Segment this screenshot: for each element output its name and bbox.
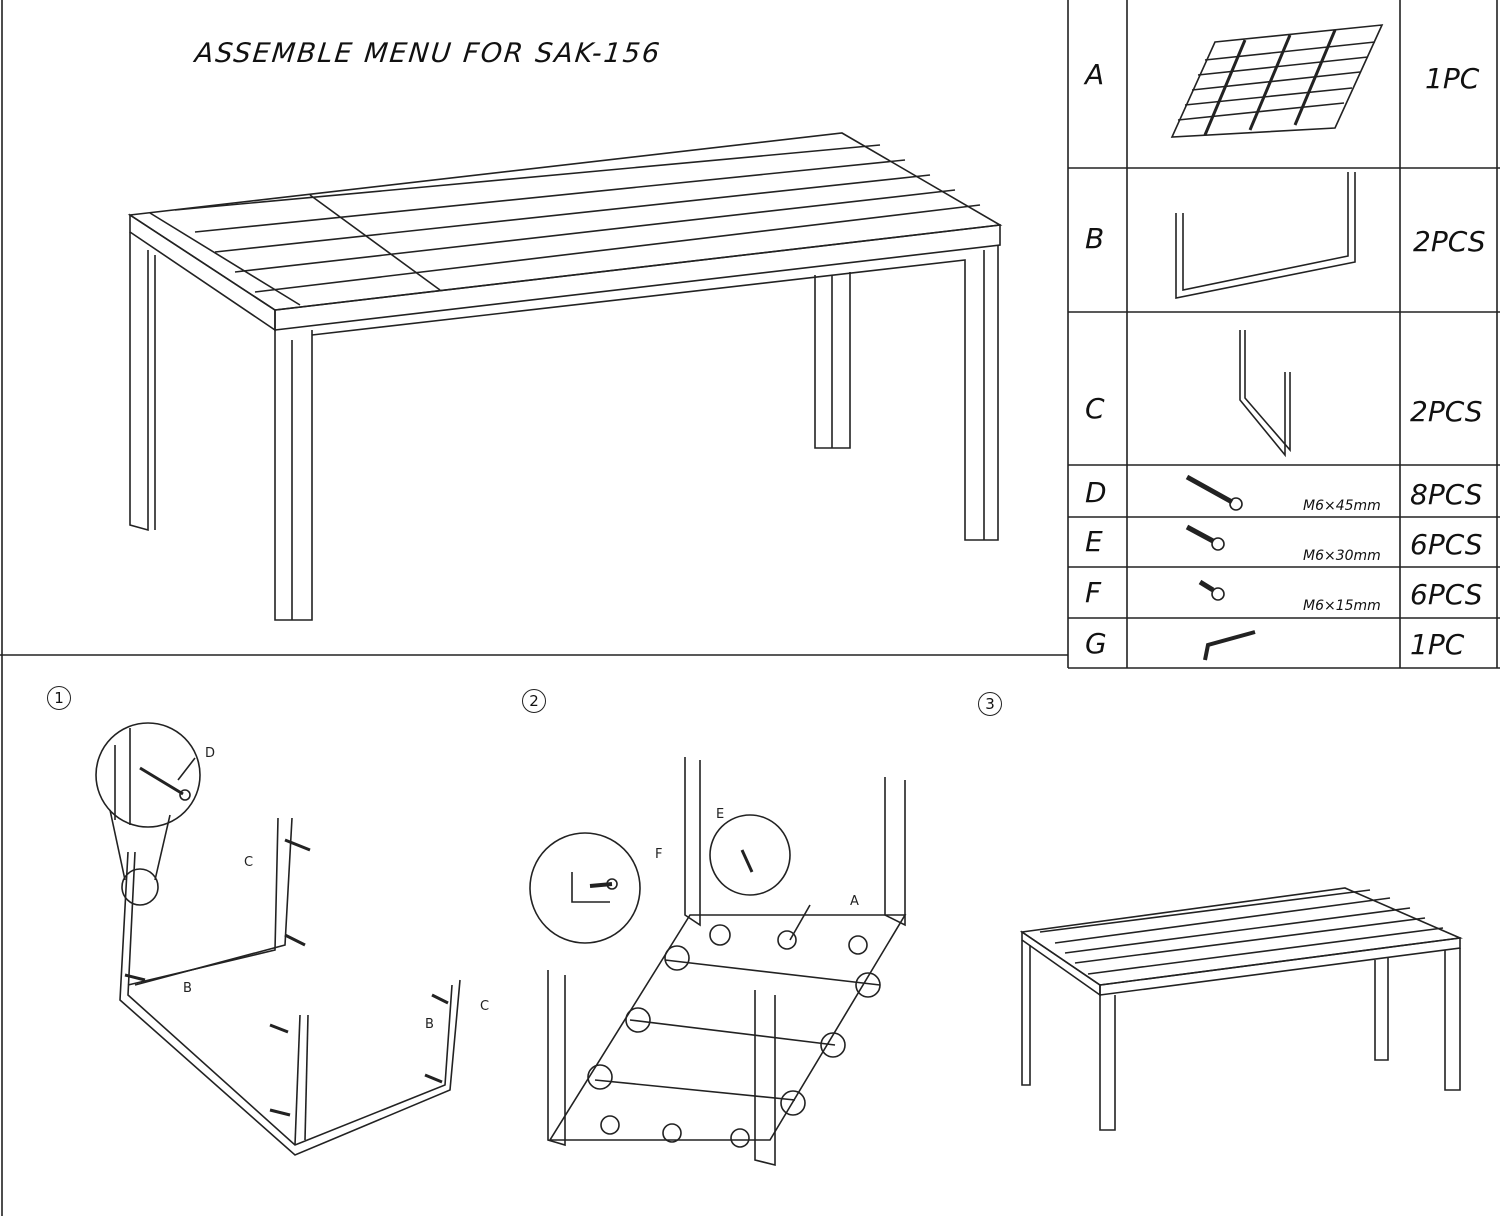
step-number: 2 [522,689,546,713]
part-spec: M6×45mm [1303,498,1381,514]
callout-label-f: F [655,847,662,862]
callout-label-b: B [183,981,192,996]
part-letter: B [1085,222,1105,255]
screw-d-icon [1185,474,1243,511]
part-quantity: 1PC [1410,628,1465,661]
screw-e-icon [1185,524,1225,551]
part-letter: C [1085,392,1105,425]
part-quantity: 1PC [1425,62,1480,95]
step-number: 3 [978,692,1002,716]
callout-label-a: A [850,894,859,909]
part-letter: D [1085,476,1107,509]
part-c-leg-frame-icon [1239,330,1291,458]
step-2-illustration: F E A [529,757,907,1167]
part-quantity: 2PCS [1413,225,1486,258]
part-letter: A [1085,58,1105,91]
step-number: 1 [47,686,71,710]
table-main-illustration [127,132,1003,621]
callout-label-c: C [244,855,253,870]
part-letter: G [1085,627,1107,660]
screw-f-icon [1198,579,1225,601]
callout-label-e: E [716,807,724,822]
callout-label-d: D [205,746,215,761]
part-spec: M6×15mm [1303,598,1381,614]
part-a-tabletop-icon [1170,24,1384,138]
part-quantity: 8PCS [1410,478,1483,511]
part-letter: F [1085,576,1102,609]
part-letter: E [1085,525,1103,558]
step-1-illustration: D C C B B [95,722,489,1156]
callout-label-c: C [480,999,489,1014]
step-3-illustration [1019,887,1463,1131]
part-spec: M6×30mm [1303,548,1381,564]
callout-label-b: B [425,1017,434,1032]
allen-key-icon [1203,630,1256,661]
part-b-frame-icon [1175,172,1356,299]
part-quantity: 6PCS [1410,528,1483,561]
part-quantity: 6PCS [1410,578,1483,611]
part-quantity: 2PCS [1410,395,1483,428]
